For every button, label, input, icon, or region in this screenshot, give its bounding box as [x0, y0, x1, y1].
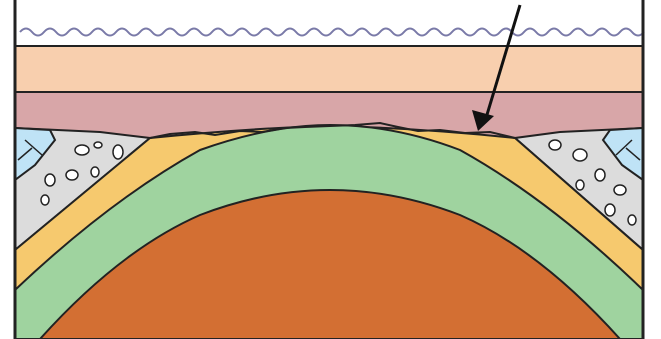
- upper-sediment-layer: [15, 46, 643, 92]
- pebble: [66, 170, 78, 180]
- pebble: [573, 149, 587, 161]
- water-layer: [15, 0, 643, 46]
- pebble: [595, 169, 605, 181]
- pebble: [549, 140, 561, 150]
- pebble: [628, 215, 636, 225]
- pebble: [91, 167, 99, 177]
- pebble: [576, 180, 584, 190]
- pebble: [45, 174, 55, 186]
- pebble: [41, 195, 49, 205]
- pebble: [75, 145, 89, 155]
- pebble: [614, 185, 626, 195]
- pebble: [605, 204, 615, 216]
- pebble: [94, 142, 102, 148]
- pebble: [113, 145, 123, 159]
